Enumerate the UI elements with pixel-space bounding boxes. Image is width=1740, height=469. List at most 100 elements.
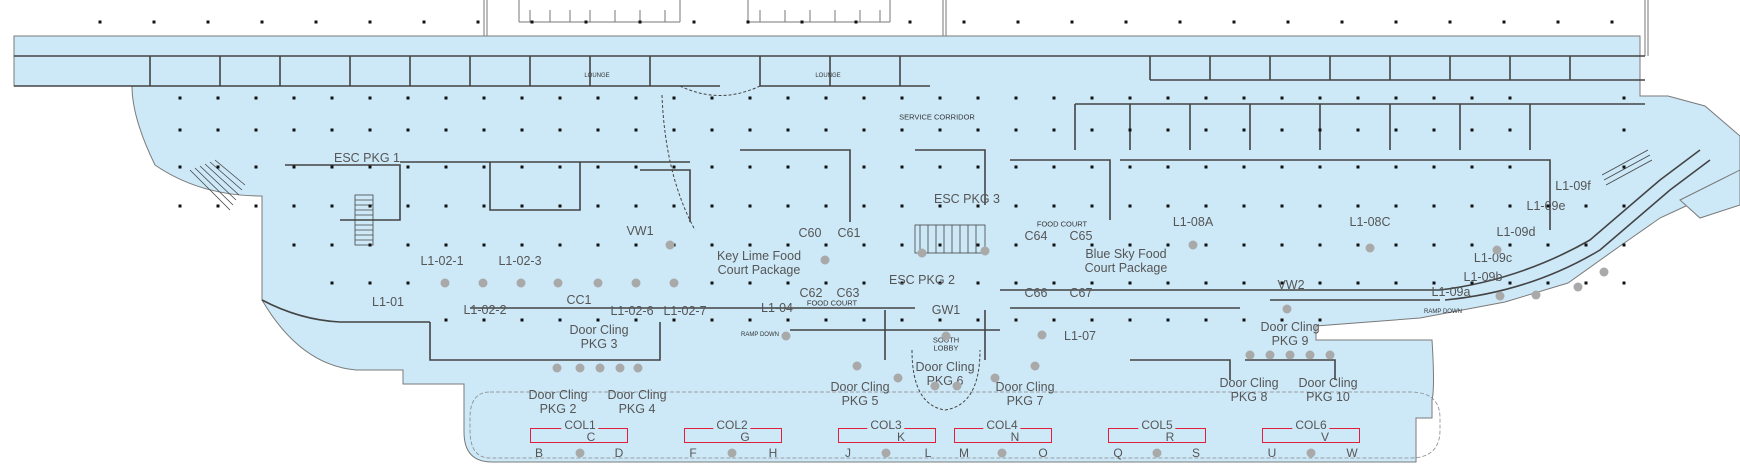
structural-column (482, 128, 486, 132)
structural-column (330, 243, 334, 247)
structural-column (98, 20, 102, 24)
marker-dot (552, 363, 562, 373)
structural-column (1242, 96, 1246, 100)
structural-column (900, 96, 904, 100)
structural-column (584, 20, 588, 24)
structural-column (1016, 20, 1020, 24)
structural-column (330, 204, 334, 208)
structural-column (1242, 318, 1246, 322)
structural-column (482, 96, 486, 100)
structural-column (976, 243, 980, 247)
column-letter: H (768, 446, 778, 460)
structural-column (1166, 318, 1170, 322)
service-corridor-label: SERVICE CORRIDOR (899, 112, 975, 122)
structural-column (1178, 20, 1182, 24)
structural-column (422, 20, 426, 24)
area-label: L1-08A (1172, 214, 1214, 229)
structural-column (938, 204, 942, 208)
marker-dot (615, 363, 625, 373)
marker-dot (669, 278, 679, 288)
structural-column (1356, 128, 1360, 132)
structural-column (178, 204, 182, 208)
column-letter: C (586, 430, 596, 444)
marker-dot (1285, 350, 1295, 360)
structural-column (786, 318, 790, 322)
area-label: L1-02-7 (663, 303, 707, 318)
area-label: L1-04 (761, 300, 793, 315)
structural-column (962, 20, 966, 24)
structural-column (1014, 243, 1018, 247)
area-label: L1-02-6 (610, 303, 654, 318)
structural-column (444, 165, 448, 169)
column-letter: G (740, 430, 750, 444)
structural-column (1014, 204, 1018, 208)
structural-column (368, 20, 372, 24)
structural-column (900, 281, 904, 285)
structural-column (746, 20, 750, 24)
structural-column (638, 20, 642, 24)
area-label: VW1 (626, 223, 654, 238)
column-letter: L (924, 446, 932, 460)
structural-column (1242, 243, 1246, 247)
structural-column (634, 128, 638, 132)
structural-column (1622, 243, 1626, 247)
marker-dot (1030, 361, 1040, 371)
door-cling-label: Door Cling PKG 3 (569, 323, 629, 351)
structural-column (1014, 281, 1018, 285)
structural-column (1052, 96, 1056, 100)
column-letter: W (1346, 446, 1358, 460)
column-letter: S (1191, 446, 1201, 460)
marker-dot (781, 331, 791, 341)
marker-dot (1245, 350, 1255, 360)
structural-column (368, 96, 372, 100)
structural-column (1128, 281, 1132, 285)
lounge-label: LOUNGE (815, 73, 841, 79)
structural-column (1394, 243, 1398, 247)
structural-column (710, 204, 714, 208)
area-label: C60 (798, 225, 822, 240)
marker-dot (1265, 350, 1275, 360)
marker-dot (1282, 304, 1292, 314)
structural-column (938, 318, 942, 322)
structural-column (1318, 96, 1322, 100)
structural-column (748, 243, 752, 247)
structural-column (1356, 204, 1360, 208)
structural-column (634, 204, 638, 208)
structural-column (862, 318, 866, 322)
column-label: COL2 (713, 419, 751, 431)
structural-column (1204, 318, 1208, 322)
structural-column (938, 281, 942, 285)
column-letter: V (1320, 430, 1330, 444)
structural-column (1470, 204, 1474, 208)
structural-column (216, 128, 220, 132)
structural-column (254, 96, 258, 100)
food-court-label: FOOD COURT (806, 298, 858, 308)
structural-column (1546, 281, 1550, 285)
structural-column (824, 318, 828, 322)
structural-column (1432, 281, 1436, 285)
structural-column (1318, 165, 1322, 169)
structural-column (406, 128, 410, 132)
structural-column (482, 165, 486, 169)
structural-column (1470, 165, 1474, 169)
structural-column (1584, 281, 1588, 285)
door-cling-label: Door Cling PKG 9 (1260, 320, 1320, 348)
marker-dot (1599, 267, 1609, 277)
area-label: C64 (1024, 228, 1048, 243)
structural-column (152, 20, 156, 24)
structural-column (1242, 281, 1246, 285)
marker-dot (593, 278, 603, 288)
column-label: COL4 (983, 419, 1021, 431)
structural-column (1014, 318, 1018, 322)
structural-column (520, 128, 524, 132)
structural-column (748, 128, 752, 132)
marker-dot (516, 278, 526, 288)
structural-column (1286, 20, 1290, 24)
structural-column (1052, 243, 1056, 247)
area-label: GW1 (931, 302, 961, 317)
area-label: L1-08C (1349, 214, 1391, 229)
structural-column (1128, 204, 1132, 208)
marker-dot (1492, 245, 1502, 255)
area-label: L1-09a (1431, 284, 1471, 299)
structural-column (862, 243, 866, 247)
